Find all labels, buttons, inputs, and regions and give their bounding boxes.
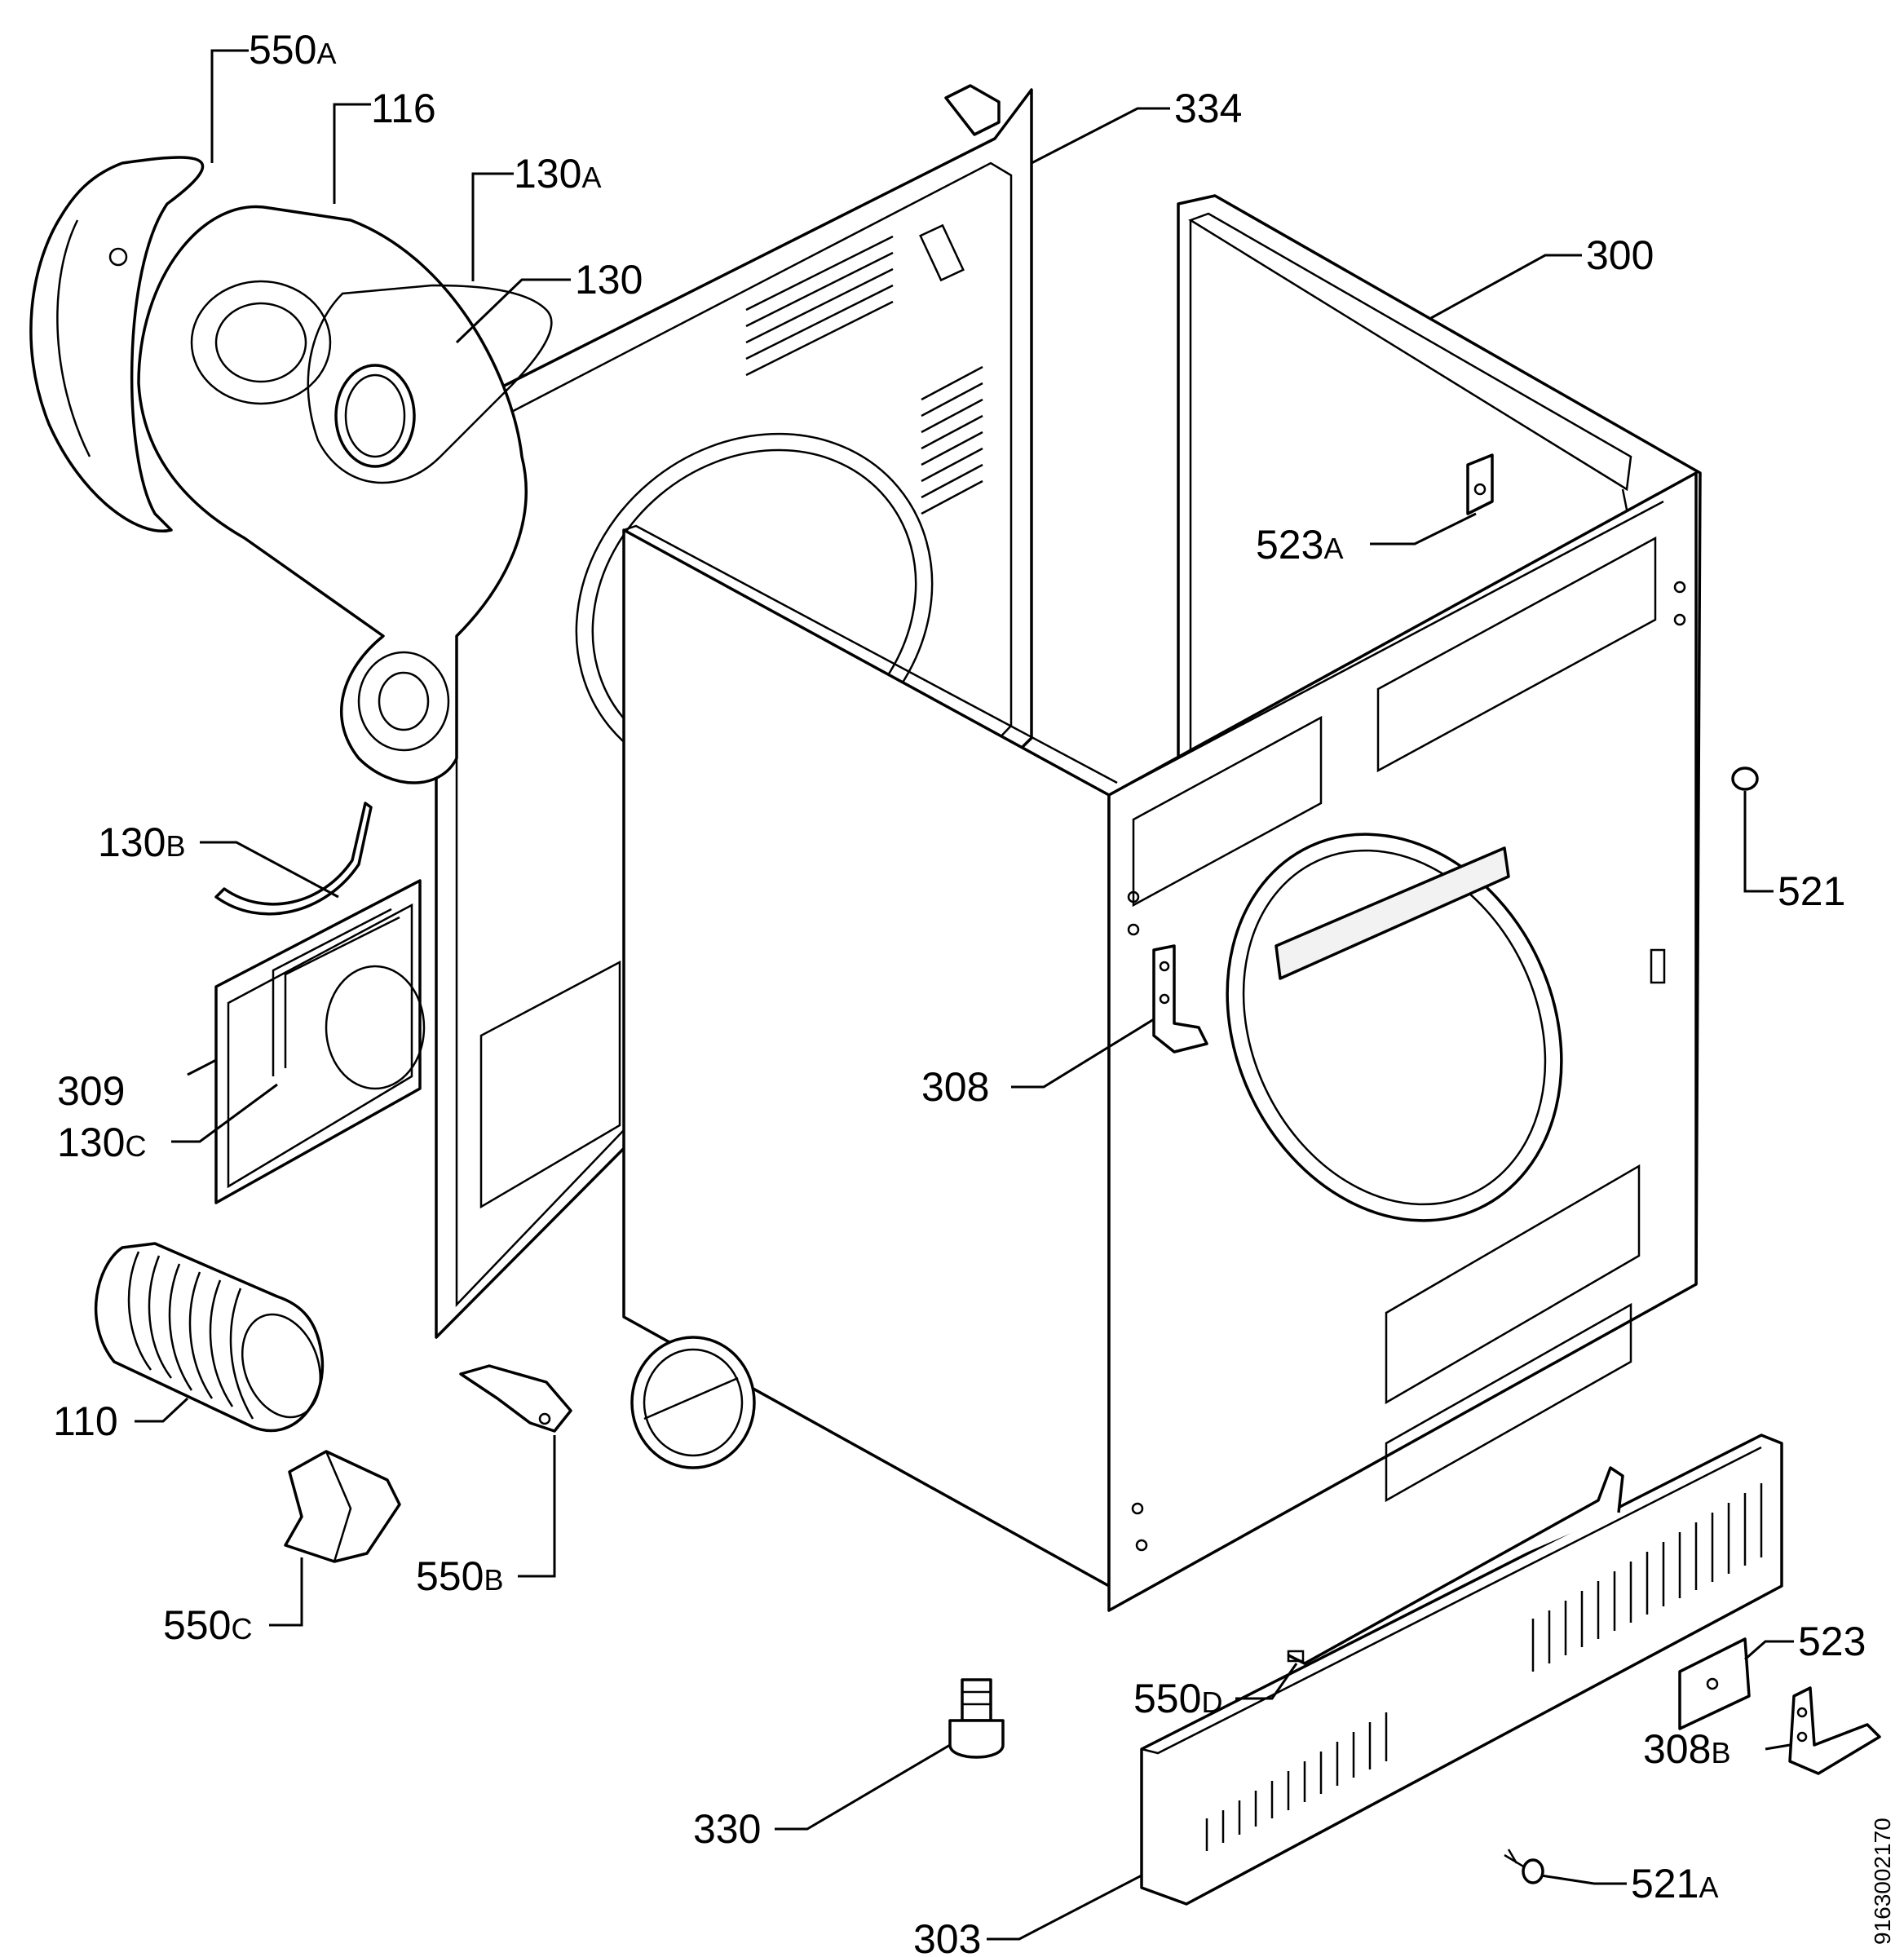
bracket-308-part [1152,944,1208,1054]
clip-550b-part [459,1364,572,1433]
flexible-hose-110-part [94,1242,325,1433]
gasket-ring-130-part [334,364,416,468]
cabinet-front-face-part [1107,471,1698,1612]
fan-housing-plate-part [137,205,528,784]
seal-strip-130b-part [214,802,373,916]
label-523: 523 [1798,1619,1866,1664]
filter-panel-309-part [214,879,426,1204]
screw-521a-part [1504,1849,1544,1884]
label-300: 300 [1586,232,1654,278]
leader-lines [135,49,1794,1941]
rod-550d-part [1287,1466,1624,1665]
label-308B: 308B [1643,1726,1730,1772]
label-130A: 130A [514,151,601,197]
kick-plate-303-part [1140,1434,1783,1906]
plug-521-part [1731,766,1759,791]
bracket-308b-part [1788,1686,1881,1775]
foot-330-part [948,1678,1005,1759]
label-521: 521 [1778,868,1845,914]
label-523A: 523A [1256,522,1343,568]
drawing-number: 9163002170 [1870,1818,1895,1945]
label-334: 334 [1174,86,1242,131]
label-130: 130 [575,257,643,303]
label-521A: 521A [1631,1861,1718,1906]
label-550B: 550B [416,1553,503,1599]
rear-panel-vents [745,235,983,515]
plate-523-part [1678,1637,1751,1730]
label-303: 303 [913,1916,981,1957]
label-550A: 550A [249,27,336,73]
label-309: 309 [57,1068,125,1114]
part-labels: 550A 116 130A 130 334 300 523A 521 130B … [53,27,1866,1957]
label-550D: 550D [1133,1676,1222,1721]
fan-housing-cover-part [29,156,205,532]
hook-523a-part [1466,453,1494,515]
label-116: 116 [371,86,436,131]
label-130C: 130C [57,1120,146,1165]
label-308: 308 [921,1064,989,1110]
cabinet-left-side-part [622,524,1118,1588]
clip-550c-part [284,1450,401,1563]
label-550C: 550C [163,1602,252,1648]
label-330: 330 [693,1806,761,1852]
label-130B: 130B [98,819,185,865]
label-110: 110 [53,1398,118,1444]
gasket-ring-130a-part [307,284,553,484]
